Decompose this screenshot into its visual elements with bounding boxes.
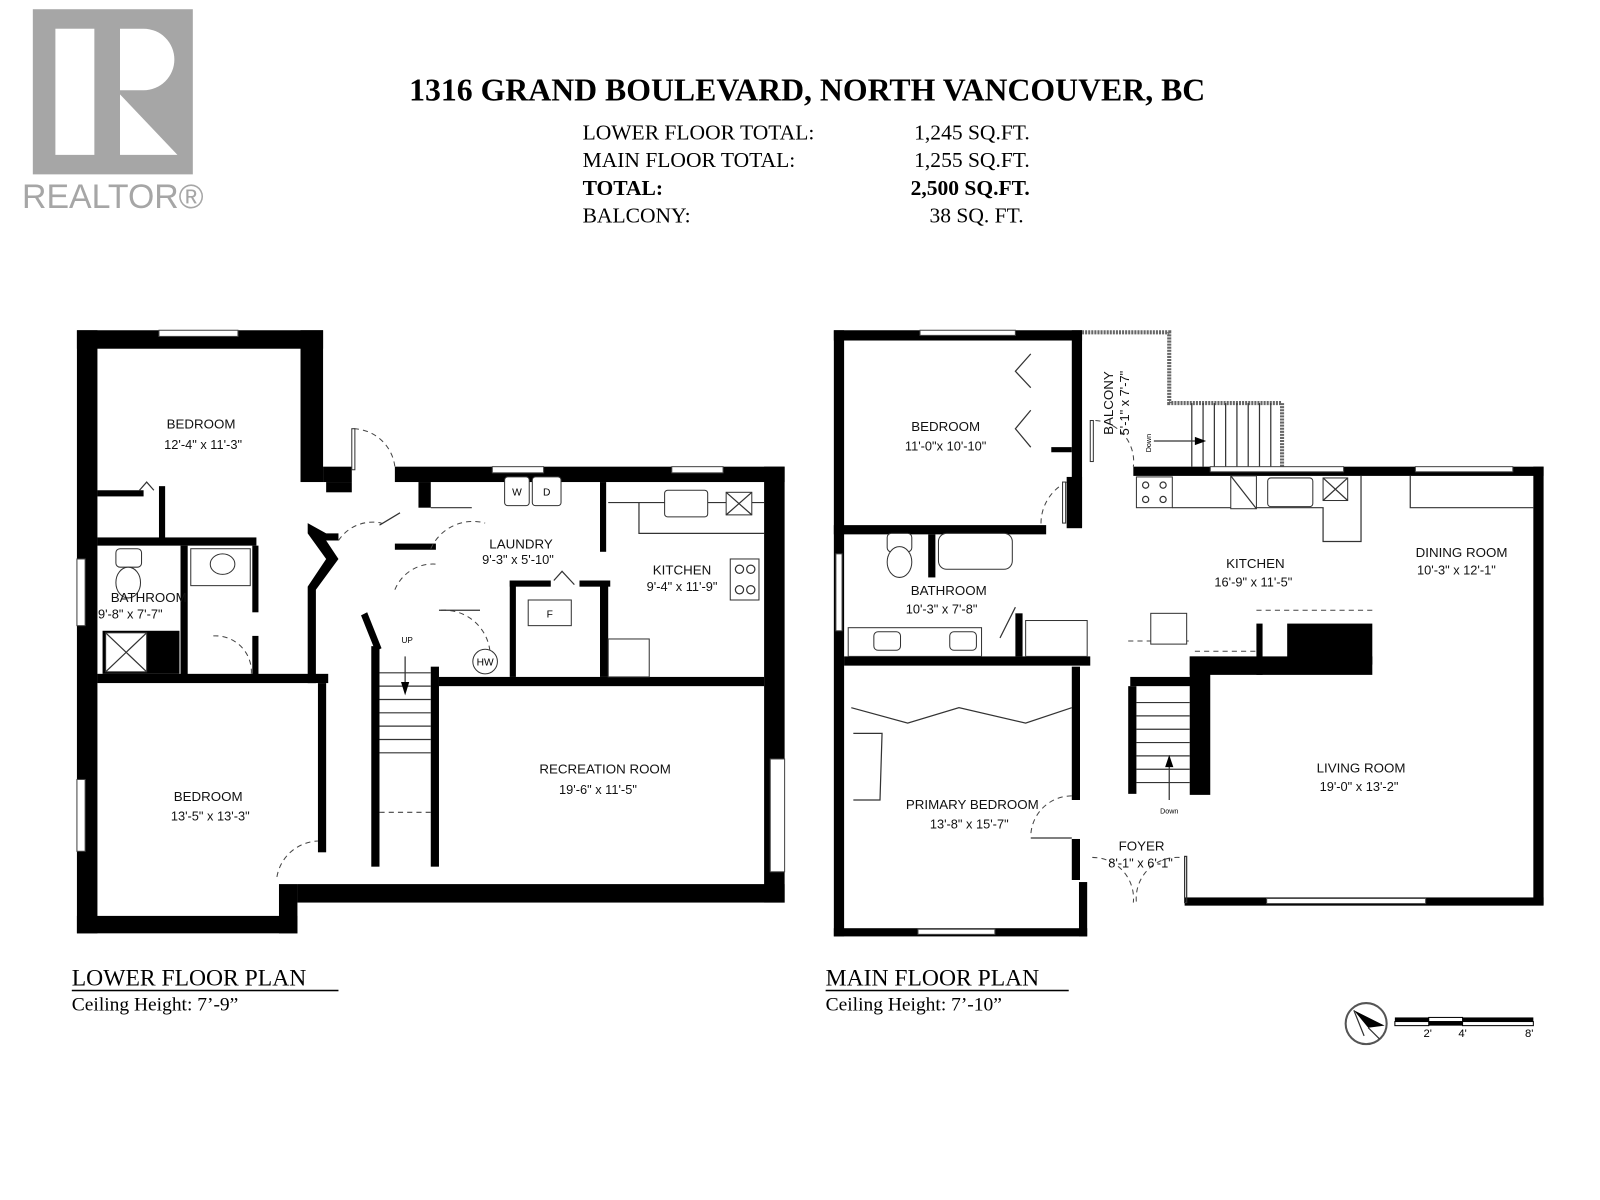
main-floor-plan: Down Down [833,329,1544,937]
area-value: 1,255 SQ.FT. [914,148,1030,172]
logo-text: REALTOR® [22,178,204,216]
room-dimensions: 11'-0"x 10'-10" [905,438,986,453]
area-label: MAIN FLOOR TOTAL: [583,148,796,172]
area-value: 2,500 SQ.FT. [911,176,1030,200]
room-name: LAUNDRY [489,537,553,552]
room-name: FOYER [1119,838,1165,853]
lower-floor-plan: UP W D F HW [76,329,786,934]
stairs-up-label: UP [401,636,413,645]
lower-floor-title: LOWER FLOOR PLAN [72,966,306,992]
room-name: KITCHEN [653,562,712,577]
room-name: BATHROOM [111,590,187,605]
room-dimensions: 13'-5" x 13'-3" [171,809,250,824]
address-title: 1316 GRAND BOULEVARD, NORTH VANCOUVER, B… [409,73,1205,108]
room-dimensions: 12'-4" x 11'-3" [164,437,242,452]
interior-stairs-label: Down [1160,807,1178,815]
scale-tick: 4' [1458,1028,1466,1040]
main-floor-title: MAIN FLOOR PLAN [826,966,1040,992]
room-name: BEDROOM [174,789,243,804]
north-arrow-icon [1344,1002,1388,1046]
room-name: BALCONY [1101,371,1116,435]
room-name: LIVING ROOM [1317,760,1406,775]
furnace-label: F [547,609,553,620]
room-dimensions: 19'-6" x 11'-5" [559,782,637,797]
hot-water-label: HW [477,658,494,669]
lower-ceiling-height: Ceiling Height: 7’-9” [72,994,239,1015]
room-dimensions: 19'-0" x 13'-2" [1320,779,1399,794]
room-dimensions: 10'-3" x 7'-8" [906,601,978,616]
area-summary: LOWER FLOOR TOTAL: 1,245 SQ.FT. MAIN FLO… [583,120,1030,227]
area-value: 38 SQ. FT. [930,204,1024,228]
main-ceiling-height: Ceiling Height: 7’-10” [826,994,1002,1015]
dryer-label: D [543,487,550,498]
lower-doors [139,428,575,878]
scale-bar: 2' 4' 8' [1394,1016,1534,1040]
room-name: PRIMARY BEDROOM [906,797,1039,812]
realtor-logo: REALTOR® [22,9,204,216]
room-dimensions: 9'-3" x 5'-10" [482,552,554,567]
room-name: BATHROOM [911,583,987,598]
balcony-stairs-label: Down [1145,434,1153,452]
room-name: BEDROOM [911,419,980,434]
lower-stairs: UP [379,636,431,813]
room-dimensions: 5'-1" x 7'-7" [1117,371,1132,436]
room-name: KITCHEN [1226,556,1285,571]
room-name: DINING ROOM [1416,545,1508,560]
room-name: RECREATION ROOM [539,761,671,776]
room-dimensions: 10'-3" x 12'-1" [1417,562,1496,577]
room-dimensions: 16'-9" x 11'-5" [1214,575,1292,590]
room-dimensions: 8'-1" x 6'-1" [1108,856,1173,871]
area-value: 1,245 SQ.FT. [914,120,1030,144]
area-label: TOTAL: [583,176,664,200]
area-label: LOWER FLOOR TOTAL: [583,120,815,144]
room-dimensions: 13'-8" x 15'-7" [930,817,1009,832]
area-label: BALCONY: [583,204,691,228]
room-dimensions: 9'-4" x 11'-9" [647,579,718,594]
scale-tick: 2' [1423,1028,1431,1040]
room-dimensions: 9'-8" x 7'-7" [98,606,163,621]
room-name: BEDROOM [167,417,236,432]
lower-fixtures: W D F HW [115,476,765,678]
washer-label: W [512,487,522,498]
scale-tick: 8' [1525,1028,1533,1040]
